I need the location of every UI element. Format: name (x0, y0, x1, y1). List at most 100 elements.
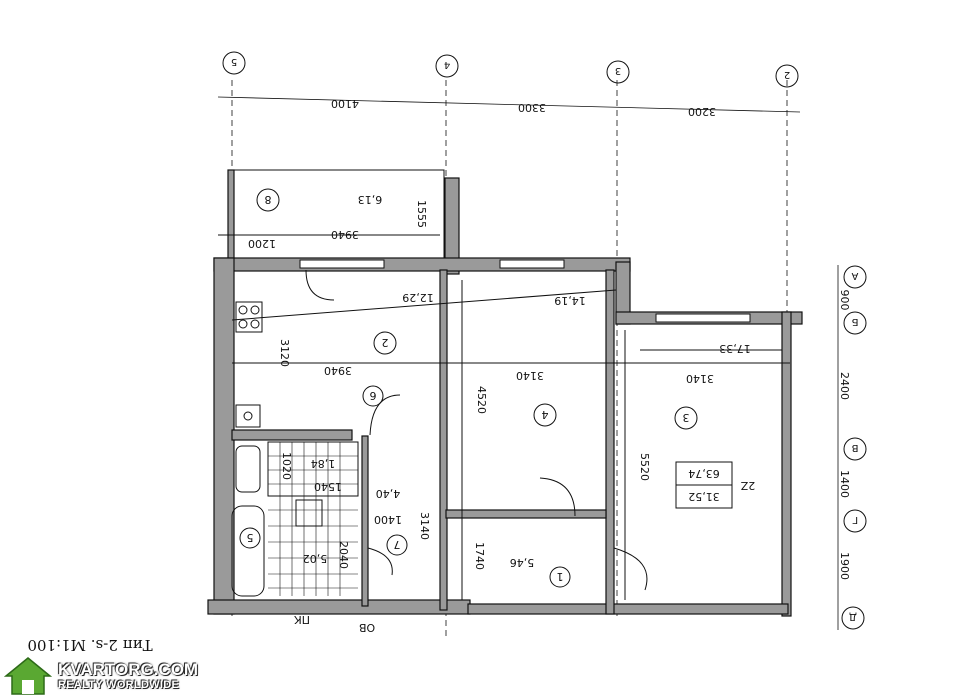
dim-text: 4520 (475, 386, 488, 414)
dim-text: 3940 (331, 228, 359, 241)
svg-text:2Z: 2Z (740, 479, 755, 492)
window (655, 313, 751, 323)
door-swing (539, 477, 576, 517)
toilet-room-tiles (267, 441, 359, 497)
right-dim-3: 1400 (838, 470, 851, 498)
svg-text:1: 1 (557, 570, 564, 583)
dim-text: 4,40 (376, 487, 401, 500)
wall-segment (227, 169, 235, 263)
door-swing (613, 547, 648, 591)
svg-text:14,19: 14,19 (554, 294, 586, 307)
svg-text:7: 7 (394, 538, 401, 551)
svg-text:1,84: 1,84 (311, 457, 336, 470)
top-dim-1: 4100 (331, 97, 359, 110)
svg-text:3: 3 (615, 65, 621, 76)
svg-text:5,02: 5,02 (303, 552, 328, 565)
axis-bubble-right-1: А (843, 265, 867, 289)
room-6: 6 1,84 (311, 385, 384, 470)
wall-left (213, 257, 235, 615)
svg-text:63,74: 63,74 (688, 467, 720, 480)
door-swing (367, 547, 393, 576)
dim-text: 1540 (314, 480, 342, 493)
axis-bubble-right-2: Б (843, 311, 867, 335)
dim-text: 5520 (638, 453, 651, 481)
svg-text:5: 5 (231, 56, 237, 67)
dim-text: 3140 (418, 512, 431, 540)
top-dim-3: 3200 (688, 105, 716, 118)
sink (235, 404, 261, 428)
svg-text:12,29: 12,29 (402, 291, 434, 304)
washbasin (295, 499, 323, 527)
right-dim-2: 2400 (838, 372, 851, 400)
room-8: 8 6,13 (256, 188, 383, 212)
house-logo-icon (4, 657, 52, 695)
door-swing (305, 269, 335, 301)
svg-text:5,46: 5,46 (510, 556, 535, 569)
svg-text:31,52: 31,52 (688, 490, 720, 503)
wall-interior (231, 429, 353, 441)
label-ov: ОВ (359, 621, 375, 634)
right-dim-4: 1900 (838, 552, 851, 580)
wall-interior (439, 269, 448, 611)
axis-bubble-right-4: Г (843, 509, 867, 533)
wall-right (781, 311, 792, 617)
wall-interior (361, 435, 369, 607)
window (299, 259, 385, 269)
wall-bottom-right (467, 603, 789, 615)
tile-grid (268, 442, 358, 596)
axis-bubble-top-4: 2 (775, 64, 799, 88)
svg-text:Г: Г (852, 514, 858, 525)
dim-text: 1200 (248, 237, 276, 250)
dim-text: 1020 (280, 452, 293, 480)
svg-text:8: 8 (265, 193, 272, 206)
svg-text:Д: Д (849, 611, 857, 622)
dim-text: 2040 (337, 541, 350, 569)
stove (235, 301, 263, 333)
svg-text:17,33: 17,33 (719, 342, 751, 355)
dim-text: 1400 (374, 513, 402, 526)
dim-text: 3140 (516, 369, 544, 382)
area-totals: 63,74 31,52 2Z (675, 461, 755, 509)
axis-bubble-right-3: В (843, 437, 867, 461)
svg-text:В: В (851, 442, 858, 453)
axis-bubble-top-3: 3 (606, 60, 630, 84)
bathtub (231, 505, 265, 597)
dim-text: 3140 (686, 372, 714, 385)
svg-text:4: 4 (444, 59, 450, 70)
svg-text:6: 6 (370, 389, 377, 402)
svg-text:3: 3 (683, 411, 690, 424)
watermark-tagline: REALTY WORLDWIDE (58, 679, 180, 691)
svg-text:4: 4 (542, 408, 549, 421)
room-7: 7 (386, 534, 408, 556)
svg-text:2: 2 (784, 69, 790, 80)
watermark-brand: KVARTORG.COM (58, 660, 199, 679)
plan-title: Тип 2-s. M1:100 (27, 636, 152, 654)
watermark: KVARTORG.COM REALTY WORLDWIDE (4, 656, 198, 696)
label-pk: ПК (294, 613, 310, 626)
room-3: 3 17,33 (674, 342, 751, 430)
dim-text: 3120 (278, 339, 291, 367)
dim-line (231, 289, 617, 321)
right-dim-1: 900 (838, 290, 851, 311)
door-swing (369, 394, 401, 436)
wall-bottom (207, 599, 471, 615)
svg-text:5: 5 (247, 531, 254, 544)
axis-bubble-top-1: 5 (222, 51, 246, 75)
window (499, 259, 565, 269)
room-4: 4 14,19 (533, 294, 586, 427)
wall-top (213, 257, 631, 272)
dim-text: 1740 (473, 542, 486, 570)
room-1: 1 5,46 (510, 556, 571, 588)
dim-text: 1555 (415, 200, 428, 228)
top-dimension-line (217, 96, 801, 113)
room-5: 5 5,02 (239, 527, 328, 565)
svg-text:2: 2 (382, 336, 389, 349)
axis-bubble-top-2: 4 (435, 54, 459, 78)
top-dim-2: 3300 (518, 101, 546, 114)
svg-text:6,13: 6,13 (358, 193, 383, 206)
axis-bubble-right-5: Д (841, 606, 865, 630)
wall-interior (445, 509, 607, 519)
dim-text: 3940 (324, 364, 352, 377)
svg-text:Б: Б (851, 316, 858, 327)
